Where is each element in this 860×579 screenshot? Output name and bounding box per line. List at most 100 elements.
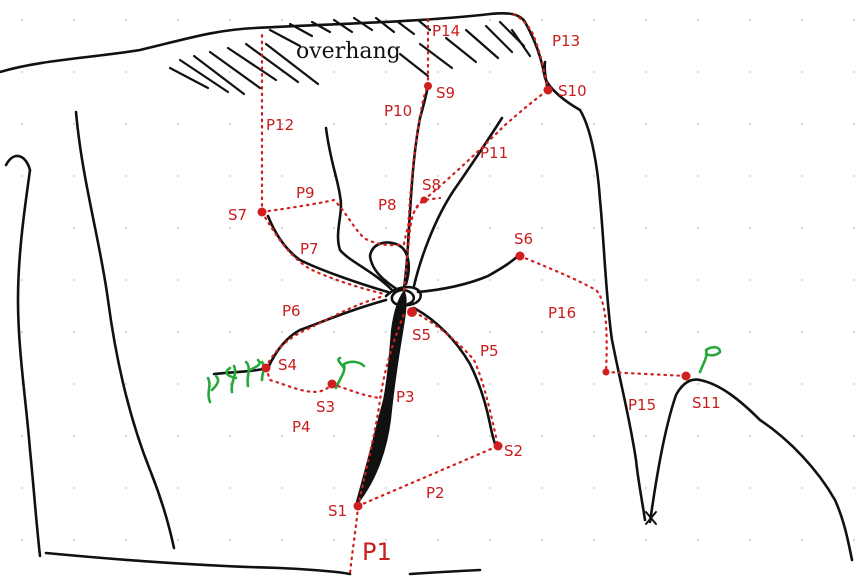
grid-dot xyxy=(748,70,752,74)
station-label-s11: S11 xyxy=(692,394,721,412)
grid-dot xyxy=(72,70,76,74)
grid-dot xyxy=(72,278,76,282)
grid-dot xyxy=(748,382,752,386)
grid-dot xyxy=(72,538,76,542)
grid-dot xyxy=(696,226,700,230)
station-s10-marker xyxy=(543,85,553,95)
station-s5-marker xyxy=(407,307,417,317)
grid-dot xyxy=(644,226,648,230)
grid-dot xyxy=(592,70,596,74)
grid-dot xyxy=(280,174,284,178)
grid-dot xyxy=(540,226,544,230)
vegetation xyxy=(206,345,722,404)
grid-dot xyxy=(696,330,700,334)
grid-dot xyxy=(592,330,596,334)
path-label-p6: P6 xyxy=(282,302,301,320)
station-label-s5: S5 xyxy=(412,326,431,344)
route-p5 xyxy=(412,310,500,448)
grid-dot xyxy=(852,226,856,230)
grid-dot xyxy=(176,538,180,542)
path-label-p14: P14 xyxy=(432,22,460,40)
grid-dot xyxy=(488,330,492,334)
grid-dot xyxy=(644,330,648,334)
crack-branch-p6 xyxy=(212,298,388,376)
grid-dot xyxy=(384,330,388,334)
grid-dot xyxy=(280,330,284,334)
path-label-p11: P11 xyxy=(480,144,508,162)
grid-dot xyxy=(540,382,544,386)
station-label-s7: S7 xyxy=(228,206,247,224)
grid-dot xyxy=(176,122,180,126)
grid-dot xyxy=(696,486,700,490)
grid-dot xyxy=(228,382,232,386)
grid-dot xyxy=(696,18,700,22)
route-p2 xyxy=(356,444,500,508)
station-label-s8: S8 xyxy=(422,176,441,194)
path-label-p2: P2 xyxy=(426,484,445,502)
grid-dot xyxy=(696,174,700,178)
route-p3 xyxy=(356,312,406,508)
grid-dot xyxy=(644,278,648,282)
grid-dot xyxy=(176,434,180,438)
grid-dot xyxy=(280,226,284,230)
plant-s3 xyxy=(334,356,366,390)
grid-dot xyxy=(592,226,596,230)
path-label-p16: P16 xyxy=(548,304,576,322)
grid-dot xyxy=(644,122,648,126)
grid-dot xyxy=(280,278,284,282)
grid-dot xyxy=(176,174,180,178)
grid-dot xyxy=(20,486,24,490)
grid-dot xyxy=(72,434,76,438)
grid-dot xyxy=(592,382,596,386)
grid-dot xyxy=(20,174,24,178)
grid-dot xyxy=(540,330,544,334)
grid-dot xyxy=(72,226,76,230)
grid-dot xyxy=(800,486,804,490)
grid-dot xyxy=(124,226,128,230)
grid-dot xyxy=(748,434,752,438)
grid-dot xyxy=(592,486,596,490)
grid-dot xyxy=(176,278,180,282)
station-s1-marker xyxy=(353,501,363,511)
grid-dot xyxy=(436,278,440,282)
grid-dot xyxy=(488,434,492,438)
grid-dot xyxy=(748,278,752,282)
grid-dot xyxy=(800,122,804,126)
station-label-s2: S2 xyxy=(504,442,523,460)
plant-s11 xyxy=(698,345,722,374)
grid-dot xyxy=(540,122,544,126)
grid-dot xyxy=(488,18,492,22)
grid-dot xyxy=(488,278,492,282)
grid-dot xyxy=(280,538,284,542)
path-label-p12: P12 xyxy=(266,116,294,134)
grid-dot xyxy=(748,538,752,542)
grid-dot xyxy=(488,122,492,126)
grid-dot xyxy=(696,382,700,386)
grid-dot xyxy=(228,226,232,230)
grid-dot xyxy=(176,382,180,386)
plant-left-2 xyxy=(225,364,238,394)
grid-dot xyxy=(852,538,856,542)
path-label-p1: P1 xyxy=(362,538,392,566)
route-p6 xyxy=(264,294,386,370)
grid-dot xyxy=(20,434,24,438)
grid-dot xyxy=(280,434,284,438)
grid-dot xyxy=(748,226,752,230)
crack-branch-s2 xyxy=(412,306,498,448)
grid-dot xyxy=(488,226,492,230)
route-p9 xyxy=(260,198,406,247)
grid-dot xyxy=(488,382,492,386)
grid-dot xyxy=(436,538,440,542)
plant-left-3 xyxy=(244,358,261,388)
grid-dot xyxy=(436,122,440,126)
left-boulder-edge xyxy=(4,154,42,558)
route-p1 xyxy=(348,504,360,576)
rock-outline xyxy=(0,11,854,576)
grid-dot xyxy=(592,18,596,22)
path-label-p10: P10 xyxy=(384,102,412,120)
grid-dot xyxy=(280,18,284,22)
station-s7-marker xyxy=(257,207,267,217)
grid-dot xyxy=(644,174,648,178)
grid-dot xyxy=(800,330,804,334)
